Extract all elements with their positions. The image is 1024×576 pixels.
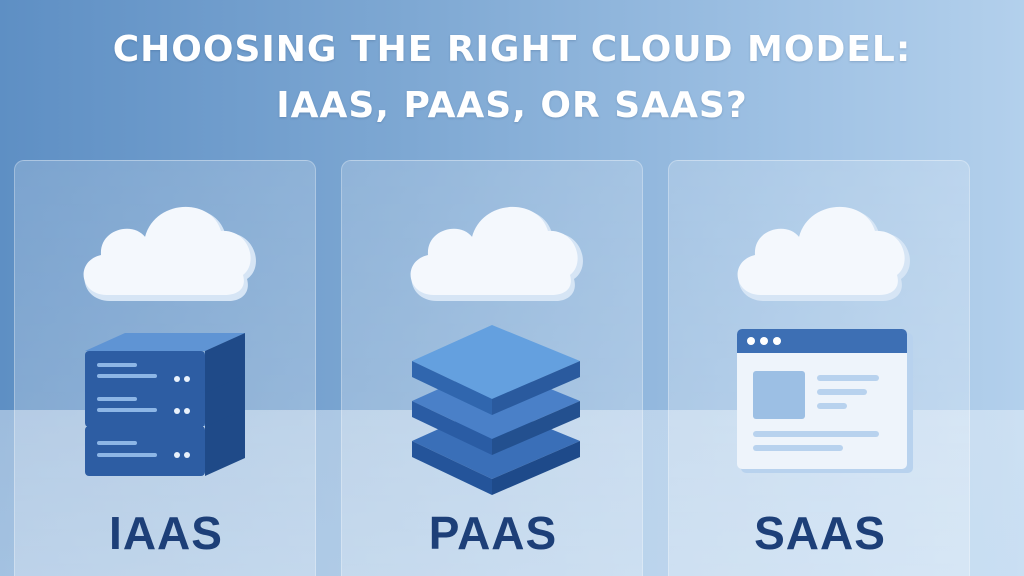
title-line-2: IAAS, PAAS, OR SAAS? [276, 85, 748, 126]
cloud-icon [737, 206, 910, 301]
browser-window-icon [737, 329, 913, 473]
saas-card: SAAS [668, 160, 970, 576]
iaas-card: IAAS [14, 160, 316, 576]
page-title: CHOOSING THE RIGHT CLOUD MODEL: IAAS, PA… [0, 22, 1024, 134]
cloud-icon [83, 206, 256, 301]
iaas-illustration [83, 206, 256, 476]
paas-illustration [410, 206, 583, 495]
cloud-icon [410, 206, 583, 301]
stacked-layers-icon [412, 325, 580, 495]
paas-card: PAAS [341, 160, 643, 576]
title-line-1: CHOOSING THE RIGHT CLOUD MODEL: [112, 29, 912, 70]
server-rack-icon [85, 333, 245, 476]
iaas-label: IAAS [109, 507, 223, 559]
paas-label: PAAS [428, 507, 558, 559]
saas-illustration [737, 206, 913, 473]
saas-label: SAAS [754, 507, 886, 559]
